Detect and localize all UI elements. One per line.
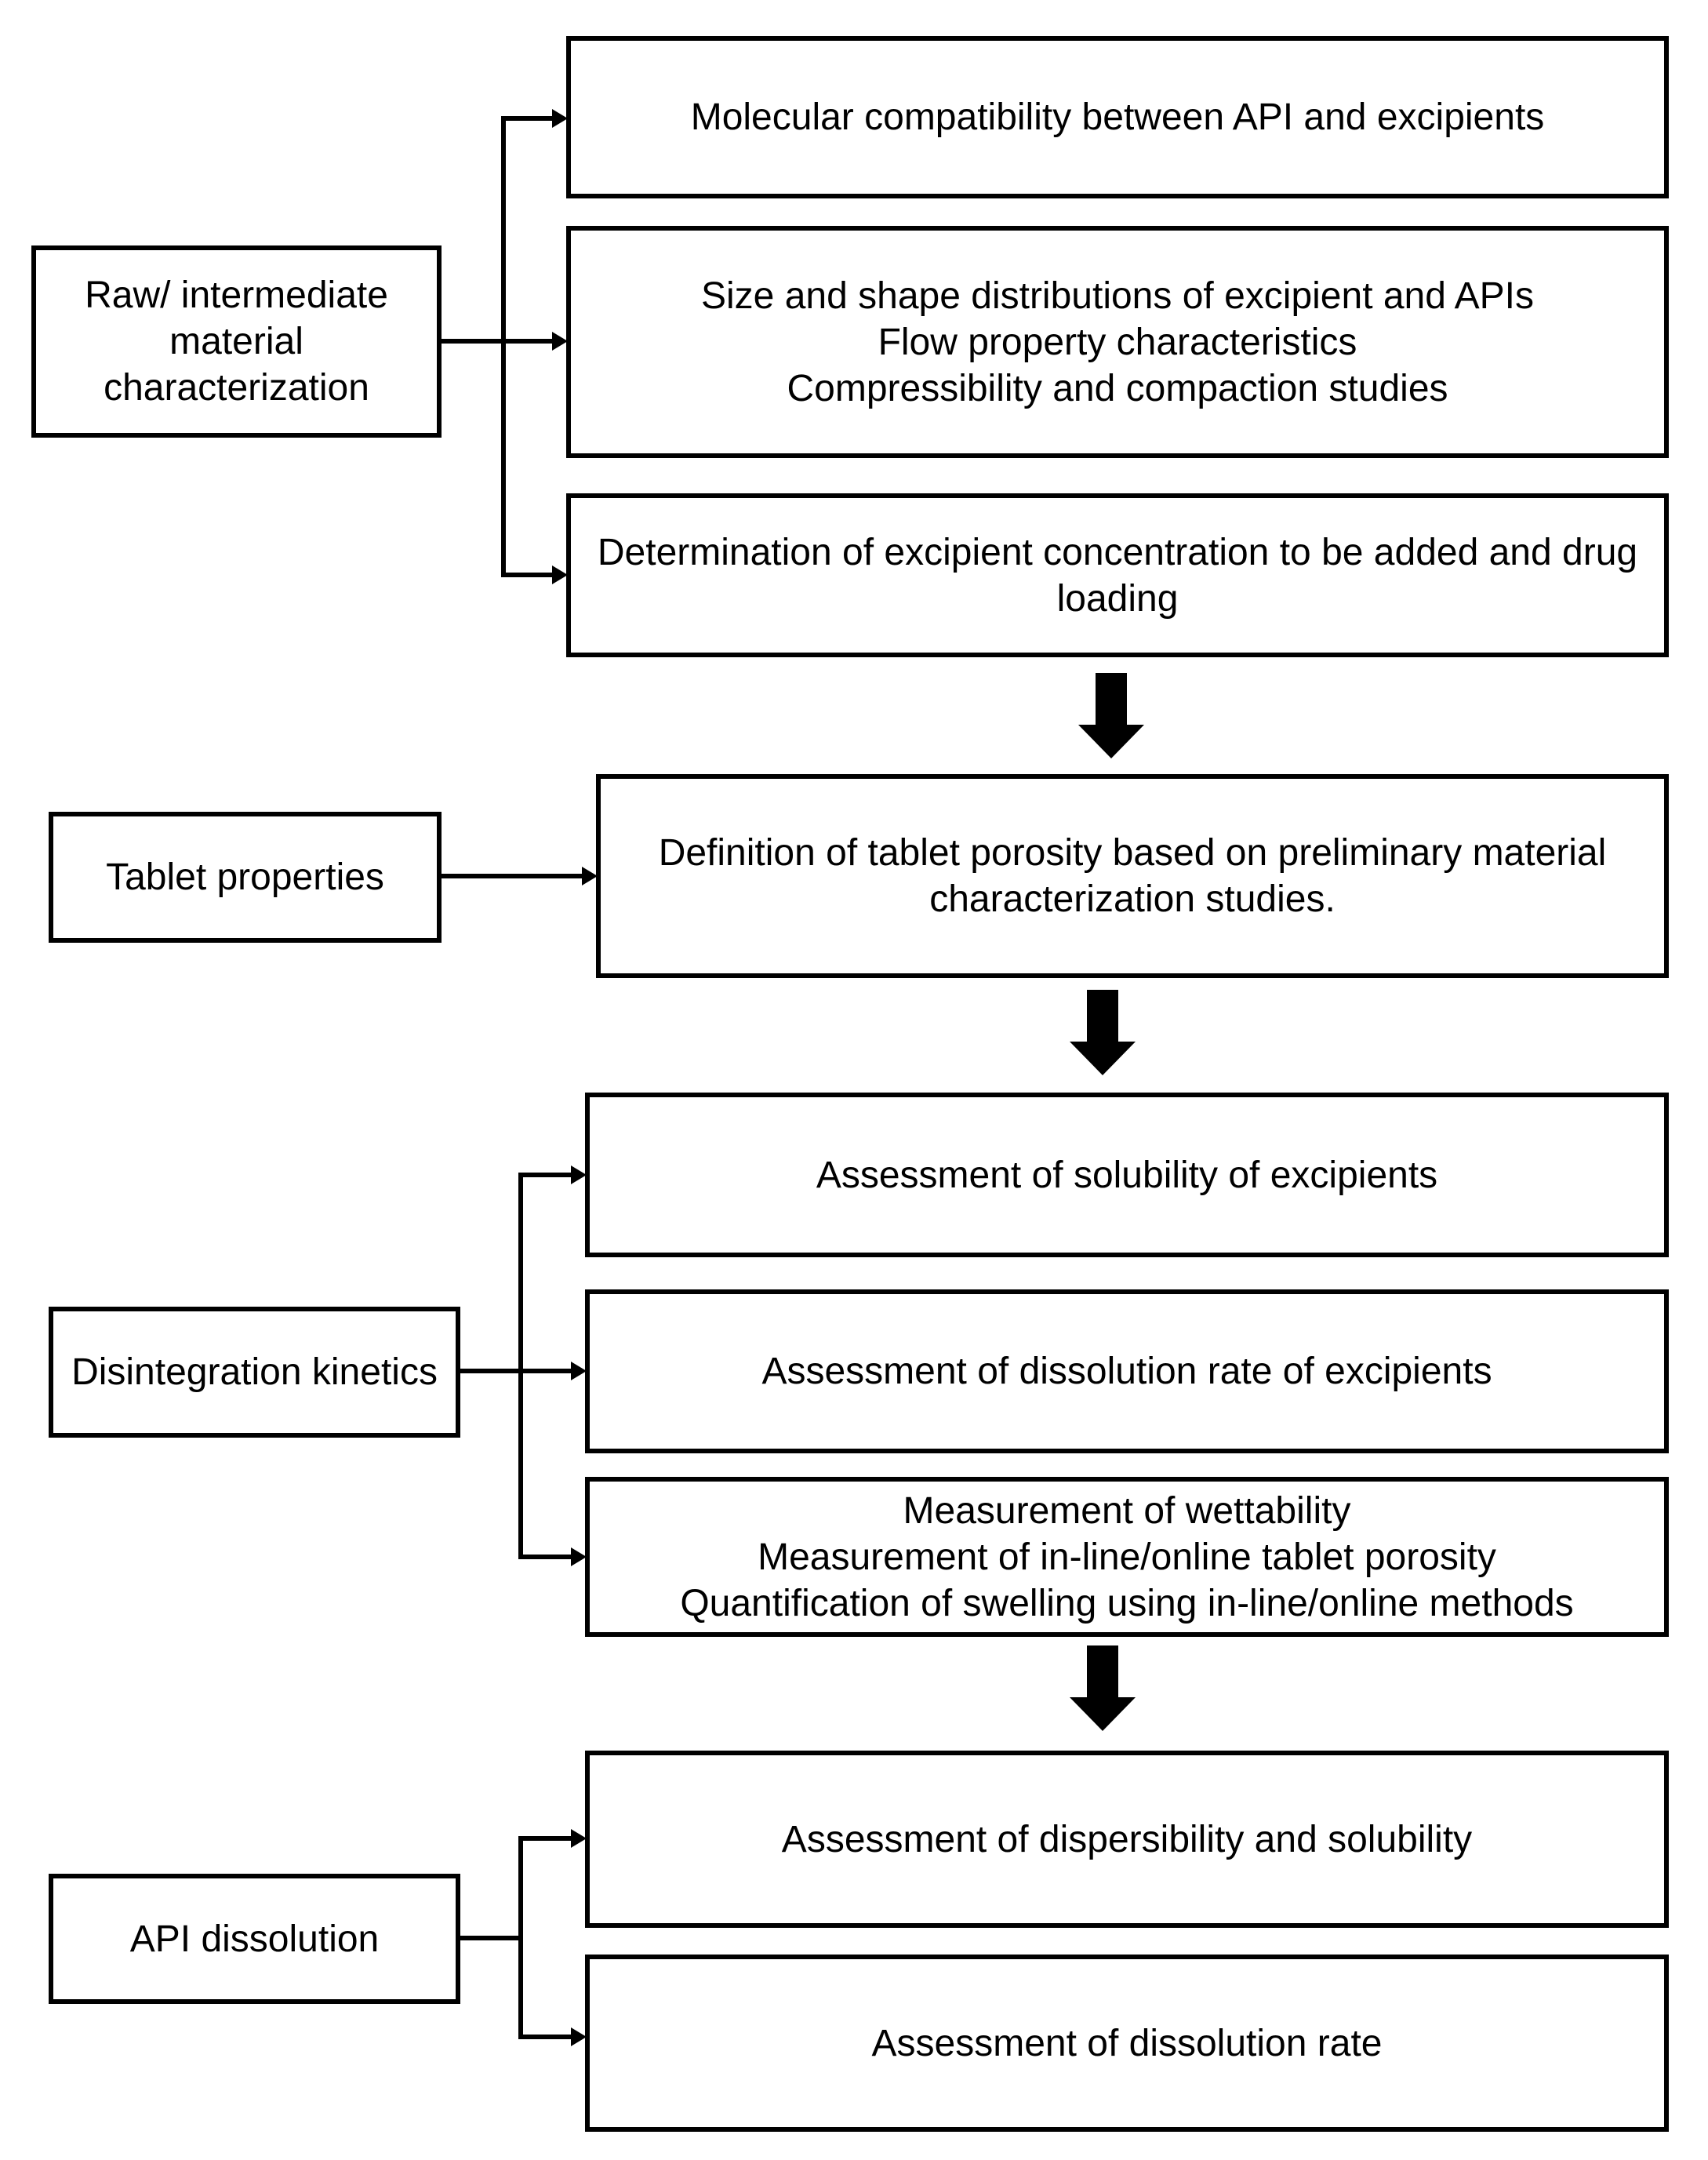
connector-disintegration-spine [458,1173,523,1559]
down-arrow-2 [1070,990,1136,1075]
step-porosity-line-2: characterization studies. [929,878,1336,920]
category-disintegration-kinetics: Disintegration kinetics [49,1307,460,1438]
step-molecular-compatibility: Molecular compatibility between API and … [566,36,1669,198]
category-raw-material-line-3: characterization [104,367,369,409]
category-tablet-properties: Tablet properties [49,812,442,943]
arrowhead-dispersibility [571,1829,587,1848]
category-api-dissolution-label: API dissolution [129,1918,380,1960]
step-dispersibility-solubility: Assessment of dispersibility and solubil… [585,1751,1669,1928]
step-porosity-line-1: Definition of tablet porosity based on p… [658,832,1607,874]
step-excipient-concentration: Determination of excipient concentration… [566,493,1669,657]
step-wettability-porosity-swelling: Measurement of wettability Measurement o… [585,1477,1669,1637]
step-size-flow-compressibility: Size and shape distributions of excipien… [566,226,1669,458]
step-wettability-line-2: Measurement of in-line/online tablet por… [758,1536,1496,1578]
step-dissolution-rate-text: Assessment of dissolution rate of excipi… [761,1351,1492,1392]
arrowhead-molecular [552,109,568,128]
step-wettability-line-1: Measurement of wettability [903,1489,1351,1532]
arrowhead-size-flow [552,332,568,351]
step-api-rate-text: Assessment of dissolution rate [871,2022,1383,2064]
step-solubility-text: Assessment of solubility of excipients [816,1154,1438,1196]
step-size-flow-line-1: Size and shape distributions of excipien… [701,275,1534,317]
step-concentration-line-1: Determination of excipient concentration… [597,531,1638,573]
step-dissolution-rate-excipients: Assessment of dissolution rate of excipi… [585,1289,1669,1453]
step-solubility-excipients: Assessment of solubility of excipients [585,1093,1669,1257]
connector-api-spine [458,1836,523,2039]
category-raw-material: Raw/ intermediate material characterizat… [31,245,442,438]
arrowhead-porosity [582,867,598,885]
down-arrow-3 [1070,1645,1136,1731]
step-size-flow-line-3: Compressibility and compaction studies [787,367,1448,409]
step-wettability-line-3: Quantification of swelling using in-line… [680,1582,1574,1624]
step-api-dissolution-rate: Assessment of dissolution rate [585,1955,1669,2132]
category-raw-material-line-1: Raw/ intermediate [85,275,388,316]
arrowhead-dissolution-rate [571,1362,587,1380]
category-tablet-properties-label: Tablet properties [106,856,384,898]
step-size-flow-line-2: Flow property characteristics [878,321,1357,363]
step-concentration-line-2: loading [1056,577,1179,620]
category-disintegration-kinetics-label: Disintegration kinetics [71,1351,438,1393]
arrowhead-api-rate [571,2027,587,2046]
step-molecular-compatibility-text: Molecular compatibility between API and … [690,96,1545,138]
down-arrow-1 [1078,673,1144,758]
arrowhead-wettability [571,1547,587,1566]
step-dispersibility-text: Assessment of dispersibility and solubil… [781,1818,1473,1860]
arrowhead-solubility [571,1165,587,1184]
category-raw-material-line-2: material [169,321,303,362]
category-api-dissolution: API dissolution [49,1874,460,2004]
connector-raw-spine [439,116,506,577]
arrowhead-concentration [552,565,568,584]
step-tablet-porosity: Definition of tablet porosity based on p… [596,774,1669,978]
